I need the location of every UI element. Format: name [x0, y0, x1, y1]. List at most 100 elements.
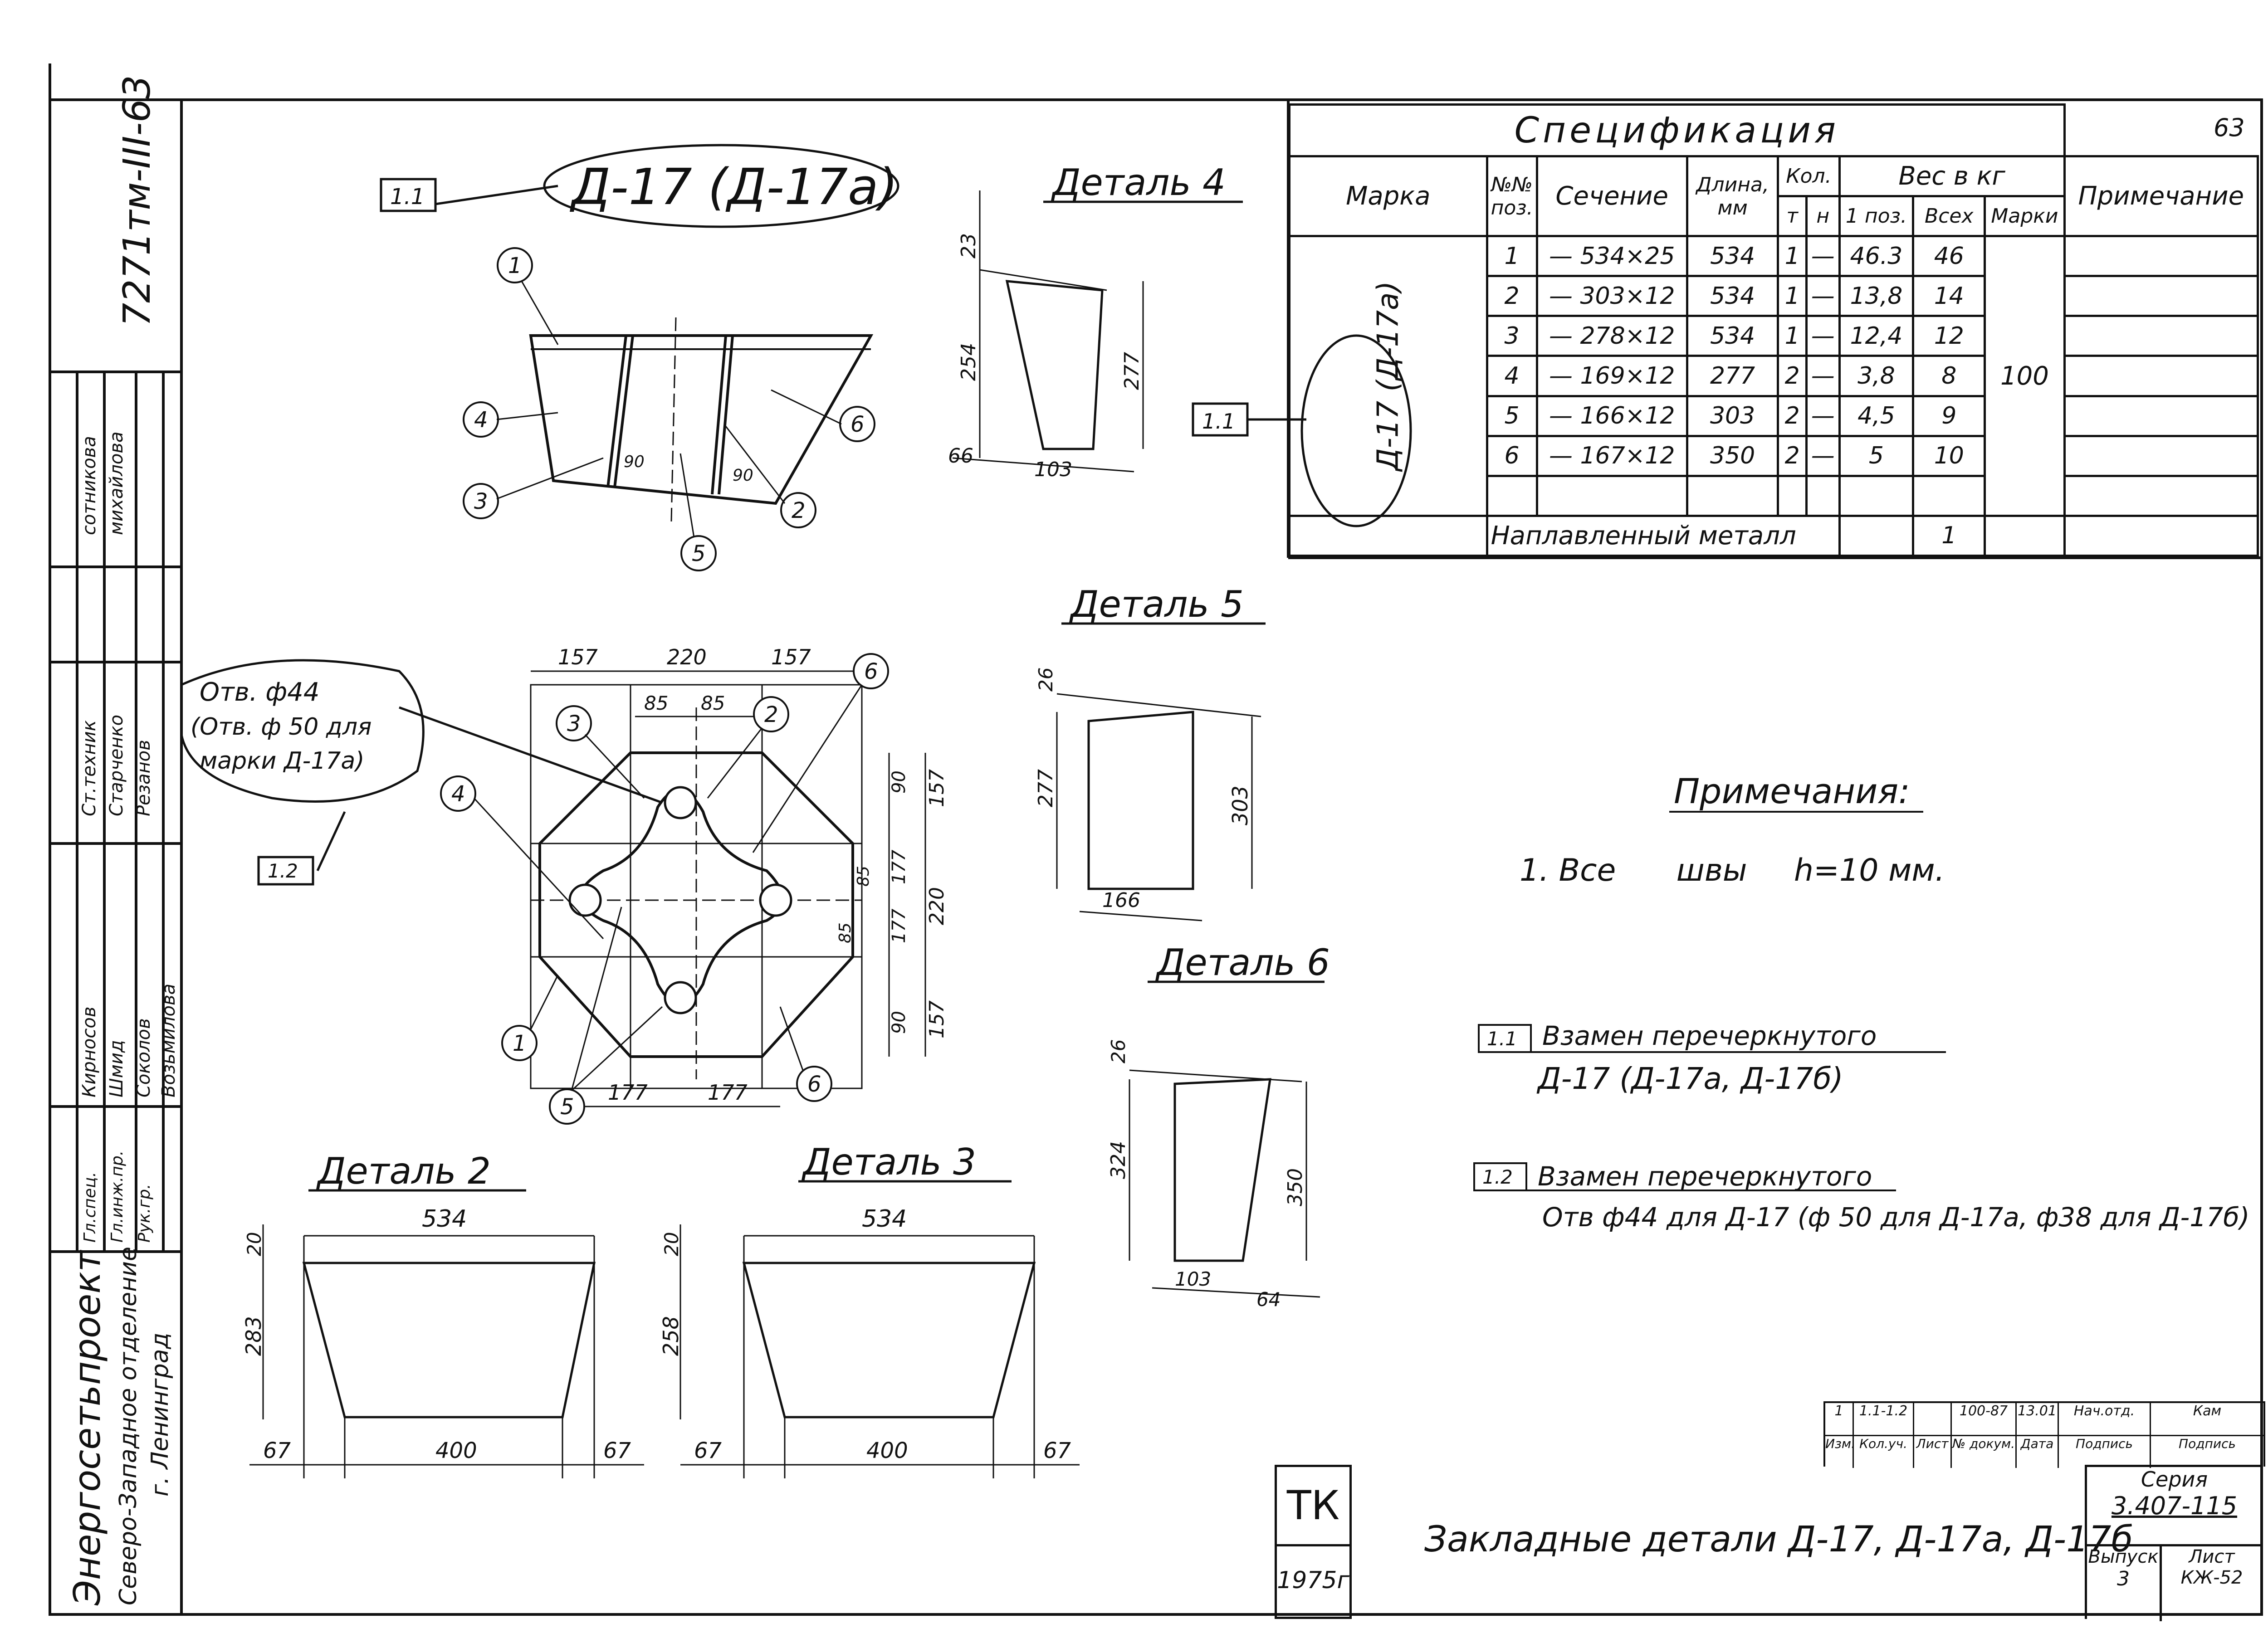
cell-section: — 166×12: [1535, 395, 1688, 437]
rev-doc: 100-87: [1952, 1403, 2017, 1435]
d2-dim: 283: [241, 1316, 266, 1356]
plan-dim: 157: [925, 769, 948, 807]
plan-dim: 85: [836, 922, 855, 943]
detail-2-title: Деталь 2: [316, 1150, 491, 1192]
pos-label: 6: [807, 1072, 821, 1097]
title-block: ТК 1975г Закладные детали Д-17, Д-17а, Д…: [1275, 1465, 2262, 1621]
weld-metal-label: Наплавленный металл: [1486, 514, 1841, 557]
spec-header-wmark: Марки: [1984, 195, 2066, 238]
d6-dim: 26: [1107, 1039, 1129, 1063]
ref-1-2-note: 1.2: [1482, 1166, 1513, 1188]
sheet-label: Лист: [2189, 1546, 2235, 1567]
rev-izm: 1: [1825, 1403, 1854, 1435]
cell-wall: 8: [1912, 355, 1986, 397]
weld-metal-value: 1: [1912, 514, 1986, 557]
plan-dim: 85: [854, 866, 873, 887]
pos-label: 2: [792, 498, 806, 523]
d4-dim: 66: [948, 444, 973, 468]
spec-mark-value: Д-17 (Д-17а): [1371, 281, 1405, 471]
notes-item-1-b: швы: [1676, 853, 1747, 888]
specification-table: Спецификация Марка №№ поз. Сечение Длина…: [1288, 103, 2259, 557]
rev-header: Лист: [1914, 1436, 1952, 1468]
table-row: 5 — 166×12 303 2 — 4,5 9: [1290, 395, 2259, 437]
spec-header-wall: Всех: [1912, 195, 1986, 238]
plan-dim: 157: [771, 645, 811, 669]
d4-dim: 23: [957, 233, 980, 258]
d3-dim: 67: [1043, 1438, 1071, 1463]
spec-header-weight: Вес в кг: [1838, 155, 2066, 198]
cell-n: —: [1805, 315, 1841, 357]
detail-4-title: Деталь 4: [1051, 161, 1226, 204]
rev-sign1: Нач.отд.: [2059, 1403, 2151, 1435]
cell-section: — 167×12: [1535, 434, 1688, 477]
d2-dim: 534: [422, 1205, 467, 1233]
notes-item-1: 1. Все швы h=10 мм.: [1520, 853, 1945, 888]
rev-header: Дата: [2017, 1436, 2059, 1468]
rev-header: № докум.: [1952, 1436, 2017, 1468]
series-label: Серия: [2141, 1467, 2208, 1492]
cell-w1: 4,5: [1838, 395, 1915, 437]
hole-callout-line2: (Отв. ф 50 для: [191, 713, 371, 741]
title-year: 1975г: [1277, 1567, 1349, 1594]
spec-header-pos: №№ поз.: [1486, 155, 1538, 238]
ref-1-1-table: 1.1: [1202, 409, 1235, 434]
ref-1-1: 1.1: [390, 184, 425, 210]
rev-date: 13.01: [2017, 1403, 2059, 1435]
d2-dim: 400: [435, 1438, 477, 1463]
spec-header-qty-t: т: [1777, 195, 1808, 238]
cell-length: 534: [1686, 235, 1779, 278]
notes-item-1-c: h=10 мм.: [1794, 853, 1945, 888]
cell-section: — 303×12: [1535, 275, 1688, 317]
cell-t: 2: [1777, 395, 1808, 437]
d5-dim: 303: [1228, 785, 1252, 825]
rev-kuch: 1.1-1.2: [1854, 1403, 1914, 1435]
table-row: 3 — 278×12 534 1 — 12,4 12: [1290, 315, 2259, 357]
spec-header-qty-n: н: [1805, 195, 1841, 238]
plan-dim: 220: [925, 887, 948, 925]
org-branch: Северо-Западное отделение: [115, 1247, 142, 1605]
note-ref-1-2-title: Взамен перечеркнутого: [1538, 1161, 1872, 1192]
plan-dim: 90: [889, 770, 909, 794]
org-name: Энергосетьпроект: [66, 1249, 108, 1606]
cell-n: —: [1805, 434, 1841, 477]
cell-wall: 46: [1912, 235, 1986, 278]
plan-dim: 157: [925, 1000, 948, 1038]
cell-w1: 5: [1838, 434, 1915, 477]
side-role: Ст.техник: [79, 720, 100, 816]
ref-1-2: 1.2: [268, 860, 298, 882]
cell-length: 303: [1686, 395, 1779, 437]
pos-label: 1: [513, 1031, 527, 1056]
cell-n: —: [1805, 355, 1841, 397]
d5-dim: 166: [1102, 889, 1140, 912]
pos-label: 5: [560, 1094, 574, 1120]
ref-1-1-note: 1.1: [1487, 1028, 1517, 1050]
cell-pos: 4: [1486, 355, 1538, 397]
plan-dim: 177: [608, 1080, 648, 1105]
cell-t: 1: [1777, 315, 1808, 357]
pos-label: 6: [850, 412, 865, 437]
d4-dim: 103: [1034, 458, 1072, 481]
d2-dim: 20: [243, 1232, 265, 1256]
d2-dim: 67: [263, 1438, 291, 1463]
cell-wall: 10: [1912, 434, 1986, 477]
note-ref-1-2-text: Отв ф44 для Д-17 (ф 50 для Д-17а, ф38 дл…: [1542, 1202, 2250, 1233]
cell-t: 2: [1777, 355, 1808, 397]
cell-n: —: [1805, 235, 1841, 278]
spec-mark-weight: 100: [1984, 235, 2066, 517]
d3-dim: 534: [862, 1205, 907, 1233]
side-name: Шмид: [106, 1040, 127, 1097]
d6-dim: 103: [1175, 1268, 1211, 1290]
plan-dim: 85: [644, 692, 668, 714]
issue-value: 3: [2117, 1567, 2130, 1590]
d5-dim: 277: [1034, 769, 1057, 807]
pos-label: 4: [451, 781, 465, 807]
pos-label: 4: [474, 407, 488, 433]
issue-label: Выпуск: [2088, 1546, 2159, 1567]
detail-3-title: Деталь 3: [802, 1141, 976, 1183]
spec-header-section: Сечение: [1535, 155, 1688, 238]
pos-label: 6: [864, 659, 878, 684]
d3-dim: 67: [694, 1438, 722, 1463]
pos-label: 5: [692, 541, 706, 566]
spec-header-note: Примечание: [2063, 155, 2259, 238]
